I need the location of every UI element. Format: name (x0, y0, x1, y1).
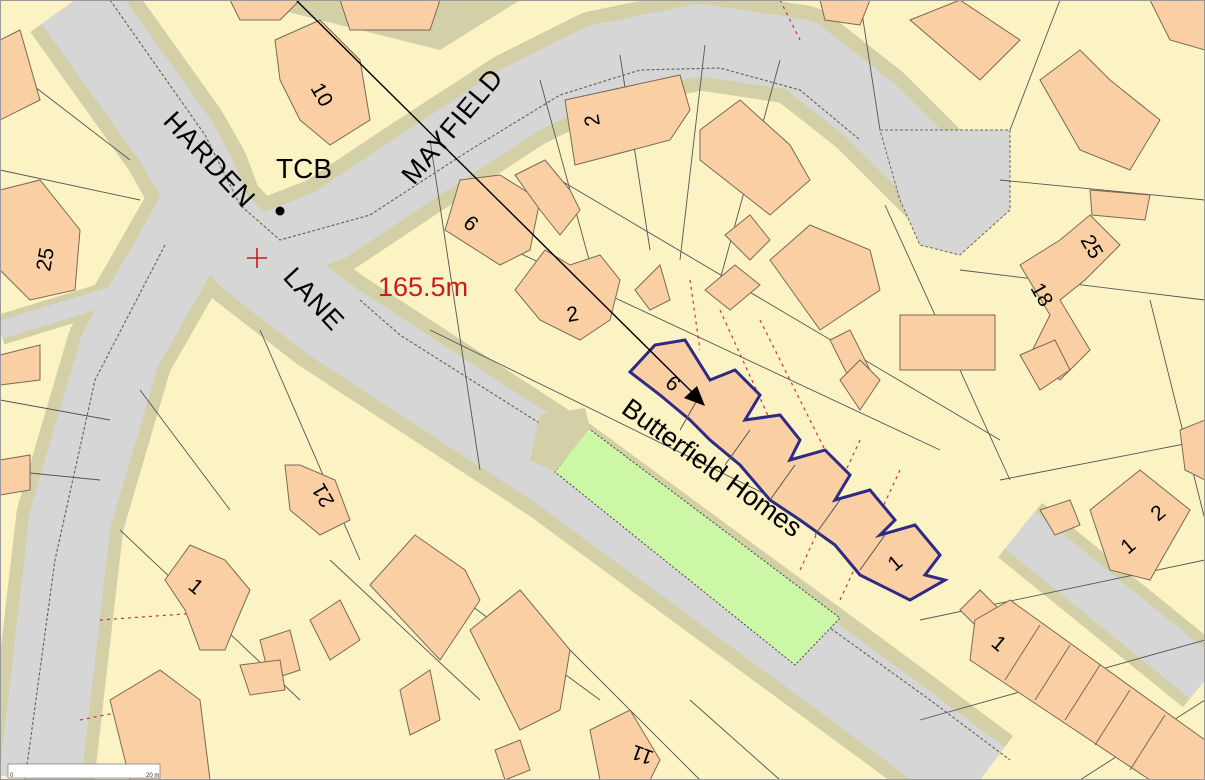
scale-bar-end: 20 m (146, 773, 159, 779)
side-road-east (1004, 511, 1205, 699)
footpath-west (0, 281, 133, 339)
spot-height-cross (247, 248, 267, 268)
elevation-label: 165.5m (378, 272, 468, 302)
terrace-dividers (1004, 624, 1166, 771)
tcb-label: TCB (276, 153, 332, 184)
scale-bar-start: 0 (10, 773, 14, 779)
butterfield-homes-site (627, 338, 949, 602)
house-number-25-left: 25 (32, 246, 59, 273)
scale-bar: 0 20 m (7, 763, 161, 779)
green-space-verge (530, 408, 590, 472)
bench-mark-dot (275, 206, 285, 216)
green-space (554, 427, 841, 666)
house-number-2-top: 2 (580, 113, 605, 129)
harden-lane-south-road (0, 189, 236, 780)
direction-arrow (295, 0, 705, 406)
house-number-2-mid: 2 (565, 302, 581, 327)
site-dividers (679, 394, 886, 571)
